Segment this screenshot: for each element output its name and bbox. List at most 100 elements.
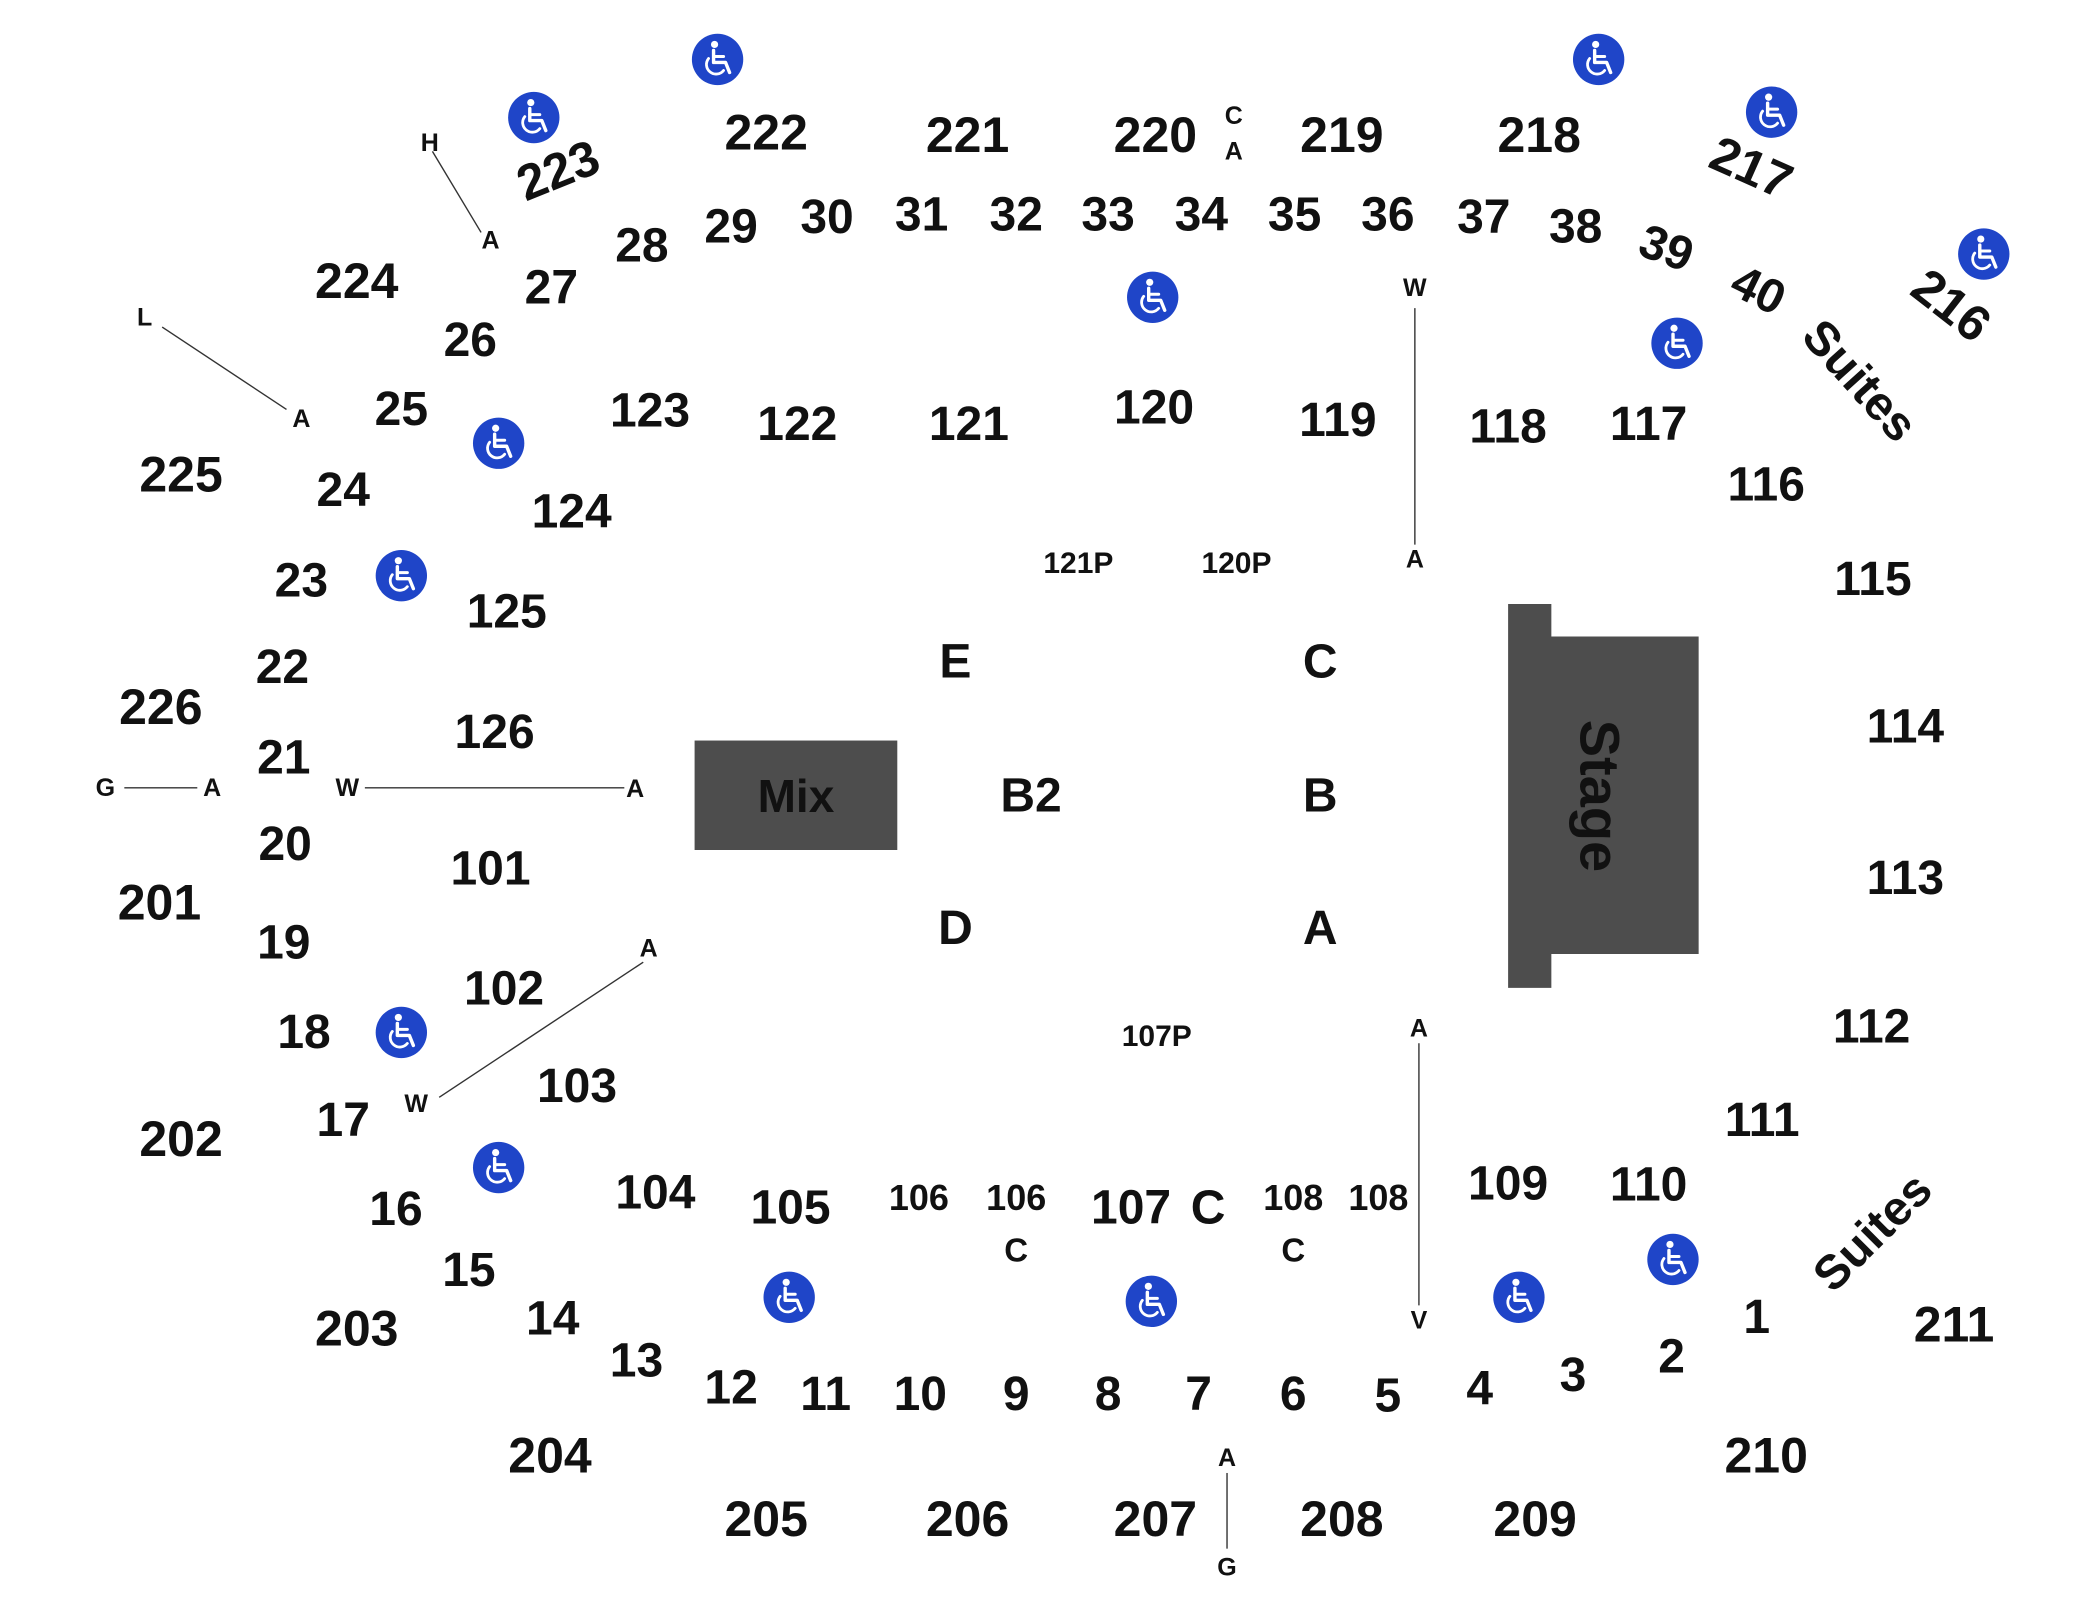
section-210[interactable]: 210	[1724, 1427, 1807, 1483]
box-1[interactable]: 1	[1743, 1291, 1770, 1344]
floor-section-e[interactable]: E	[939, 636, 971, 689]
box-4[interactable]: 4	[1466, 1363, 1493, 1416]
section-108[interactable]: 108	[1263, 1177, 1323, 1218]
section-120p[interactable]: 120P	[1201, 547, 1271, 580]
floor-section-c[interactable]: C	[1303, 636, 1338, 689]
floor-section-b[interactable]: B	[1303, 769, 1338, 822]
section-103[interactable]: 103	[537, 1060, 617, 1113]
box-24[interactable]: 24	[317, 464, 371, 517]
section-125[interactable]: 125	[467, 586, 547, 639]
section-122[interactable]: 122	[757, 398, 837, 451]
box-38[interactable]: 38	[1549, 201, 1602, 254]
section-116[interactable]: 116	[1727, 459, 1804, 512]
box-37[interactable]: 37	[1457, 191, 1510, 244]
box-35[interactable]: 35	[1268, 188, 1321, 241]
box-39[interactable]: 39	[1632, 215, 1700, 283]
section-119[interactable]: 119	[1299, 394, 1376, 447]
section-220[interactable]: 220	[1114, 107, 1197, 163]
section-126[interactable]: 126	[455, 706, 535, 759]
section-115[interactable]: 115	[1834, 553, 1911, 606]
box-8[interactable]: 8	[1095, 1368, 1122, 1421]
section-104[interactable]: 104	[615, 1167, 695, 1220]
box-16[interactable]: 16	[369, 1183, 422, 1236]
box-25[interactable]: 25	[375, 383, 428, 436]
box-2[interactable]: 2	[1658, 1330, 1685, 1383]
box-21[interactable]: 21	[257, 732, 310, 785]
section-121[interactable]: 121	[929, 398, 1009, 451]
suites-label-south[interactable]: Suites	[1803, 1163, 1942, 1302]
box-32[interactable]: 32	[990, 188, 1043, 241]
section-124[interactable]: 124	[532, 486, 612, 539]
section-105[interactable]: 105	[750, 1182, 830, 1235]
section-204[interactable]: 204	[508, 1427, 592, 1483]
section-102[interactable]: 102	[464, 963, 544, 1016]
section-107[interactable]: 107	[1091, 1182, 1171, 1235]
section-206[interactable]: 206	[926, 1491, 1009, 1547]
suites-label-north[interactable]: Suites	[1792, 310, 1928, 453]
box-22[interactable]: 22	[256, 641, 309, 694]
section-111[interactable]: 111	[1725, 1094, 1800, 1147]
section-106[interactable]: 106	[986, 1177, 1046, 1218]
box-15[interactable]: 15	[442, 1244, 495, 1297]
floor-section-a[interactable]: A	[1303, 902, 1338, 955]
section-208[interactable]: 208	[1300, 1491, 1383, 1547]
box-33[interactable]: 33	[1081, 188, 1134, 241]
floor-section-d[interactable]: D	[938, 902, 973, 955]
section-219[interactable]: 219	[1300, 107, 1383, 163]
box-31[interactable]: 31	[895, 188, 948, 241]
box-11[interactable]: 11	[800, 1368, 851, 1421]
box-3[interactable]: 3	[1560, 1349, 1587, 1402]
box-12[interactable]: 12	[704, 1361, 757, 1414]
section-224[interactable]: 224	[315, 253, 399, 309]
box-34[interactable]: 34	[1175, 188, 1229, 241]
box-13[interactable]: 13	[610, 1334, 663, 1387]
section-108[interactable]: 108	[1348, 1177, 1408, 1218]
box-10[interactable]: 10	[894, 1368, 947, 1421]
section-209[interactable]: 209	[1493, 1491, 1576, 1547]
section-113[interactable]: 113	[1867, 852, 1944, 905]
section-218[interactable]: 218	[1497, 107, 1580, 163]
section-121p[interactable]: 121P	[1043, 547, 1113, 580]
section-106[interactable]: 106	[889, 1177, 949, 1218]
box-7[interactable]: 7	[1185, 1368, 1212, 1421]
section-101[interactable]: 101	[450, 842, 530, 895]
section-203[interactable]: 203	[315, 1300, 398, 1356]
box-26[interactable]: 26	[444, 314, 497, 367]
box-27[interactable]: 27	[525, 261, 578, 314]
box-6[interactable]: 6	[1280, 1368, 1307, 1421]
section-117[interactable]: 117	[1610, 398, 1687, 451]
section-109[interactable]: 109	[1468, 1157, 1548, 1210]
box-17[interactable]: 17	[317, 1094, 370, 1147]
section-217[interactable]: 217	[1702, 125, 1801, 210]
box-28[interactable]: 28	[615, 219, 668, 272]
section-226[interactable]: 226	[119, 679, 202, 735]
box-29[interactable]: 29	[704, 201, 757, 254]
section-107p[interactable]: 107P	[1122, 1020, 1192, 1053]
section-114[interactable]: 114	[1867, 701, 1945, 754]
section-222[interactable]: 222	[724, 104, 807, 160]
box-23[interactable]: 23	[275, 555, 328, 608]
section-202[interactable]: 202	[139, 1111, 222, 1167]
section-110[interactable]: 110	[1610, 1159, 1687, 1212]
box-18[interactable]: 18	[277, 1006, 330, 1059]
section-118[interactable]: 118	[1469, 401, 1546, 454]
box-30[interactable]: 30	[800, 191, 853, 244]
box-19[interactable]: 19	[257, 917, 310, 970]
box-5[interactable]: 5	[1374, 1369, 1401, 1422]
section-225[interactable]: 225	[139, 446, 222, 502]
section-120[interactable]: 120	[1114, 382, 1194, 435]
box-20[interactable]: 20	[258, 818, 311, 871]
section-201[interactable]: 201	[118, 875, 201, 931]
box-14[interactable]: 14	[526, 1292, 580, 1345]
box-36[interactable]: 36	[1361, 188, 1414, 241]
section-123[interactable]: 123	[610, 384, 690, 437]
box-9[interactable]: 9	[1003, 1368, 1030, 1421]
section-207[interactable]: 207	[1114, 1491, 1197, 1547]
section-211[interactable]: 211	[1914, 1296, 1995, 1352]
floor-section-b2[interactable]: B2	[1000, 769, 1061, 822]
floor-section-c[interactable]: C	[1191, 1182, 1226, 1235]
box-40[interactable]: 40	[1722, 255, 1793, 326]
section-112[interactable]: 112	[1833, 1001, 1910, 1054]
section-221[interactable]: 221	[926, 107, 1009, 163]
section-205[interactable]: 205	[724, 1491, 807, 1547]
